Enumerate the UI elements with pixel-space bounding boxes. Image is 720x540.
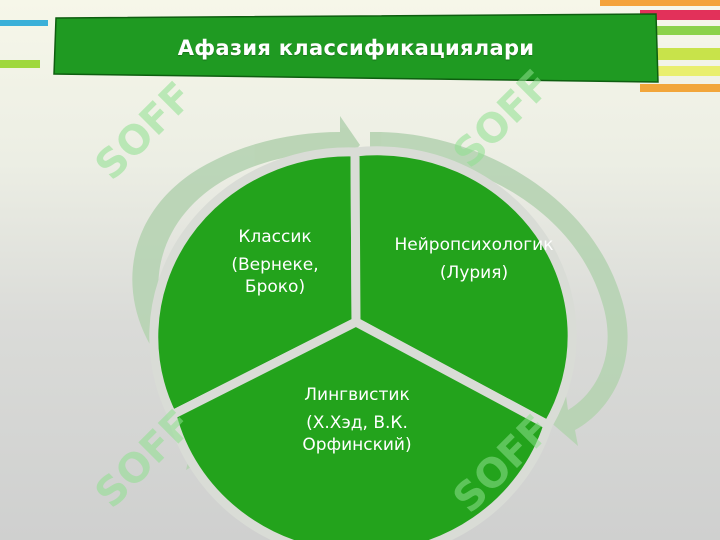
cycle-arrow-left [132,116,360,400]
segment-neuro [350,146,577,432]
title-banner: Афазия классификациялари [52,12,660,84]
cycle-arrow-right [370,131,628,446]
segment-label-neuro: Нейропсихологик (Лурия) [374,234,574,284]
segment-authors: (Х.Хэд, В.К. Орфинский) [302,413,412,455]
segment-label-linguistic: Лингвистик (Х.Хэд, В.К. Орфинский) [282,384,432,456]
segment-authors: (Лурия) [439,263,509,283]
segment-label-classic: Классик (Вернеке, Броко) [205,226,345,298]
segment-classic [149,147,361,422]
banner-shape [53,13,659,83]
watermark-1: SOFF [87,73,203,189]
page-title: Афазия классификациялари [177,36,535,60]
segment-name: Лингвистик [304,385,410,405]
segment-name: Классик [238,227,312,247]
watermark-2: SOFF [445,61,561,177]
segment-linguistic [166,316,554,540]
watermark-3: SOFF [87,401,203,517]
segment-authors: (Вернеке, Броко) [231,255,319,297]
segment-name: Нейропсихологик [394,235,554,255]
